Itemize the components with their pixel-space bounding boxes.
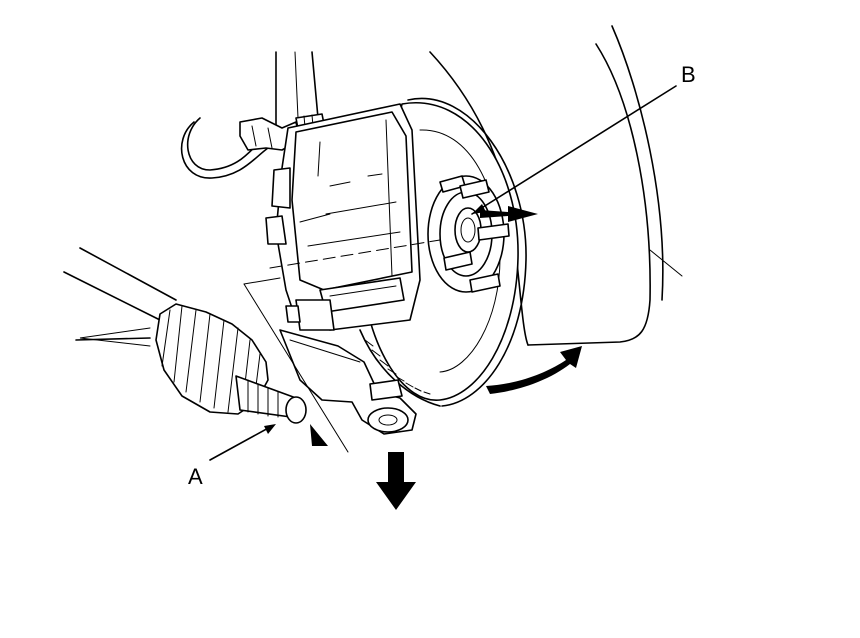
section-cut-lines xyxy=(243,277,361,453)
axle-centerline xyxy=(269,239,441,269)
drive-axle xyxy=(63,247,307,424)
wheel-studs xyxy=(439,175,510,293)
arrow-down xyxy=(376,452,416,510)
label-b: B xyxy=(681,62,696,87)
label-a: A xyxy=(188,464,203,489)
arrow-rotate xyxy=(486,346,582,394)
brake-caliper xyxy=(265,103,421,331)
leader-b xyxy=(471,85,677,215)
arrow-push-outward xyxy=(480,206,538,222)
leader-a xyxy=(209,425,273,461)
axle-spline xyxy=(235,375,307,424)
callout-leaders xyxy=(209,85,677,461)
motion-arrows xyxy=(310,206,582,510)
arrow-tip-a xyxy=(310,424,328,446)
knuckle-lower-arm xyxy=(279,329,417,435)
